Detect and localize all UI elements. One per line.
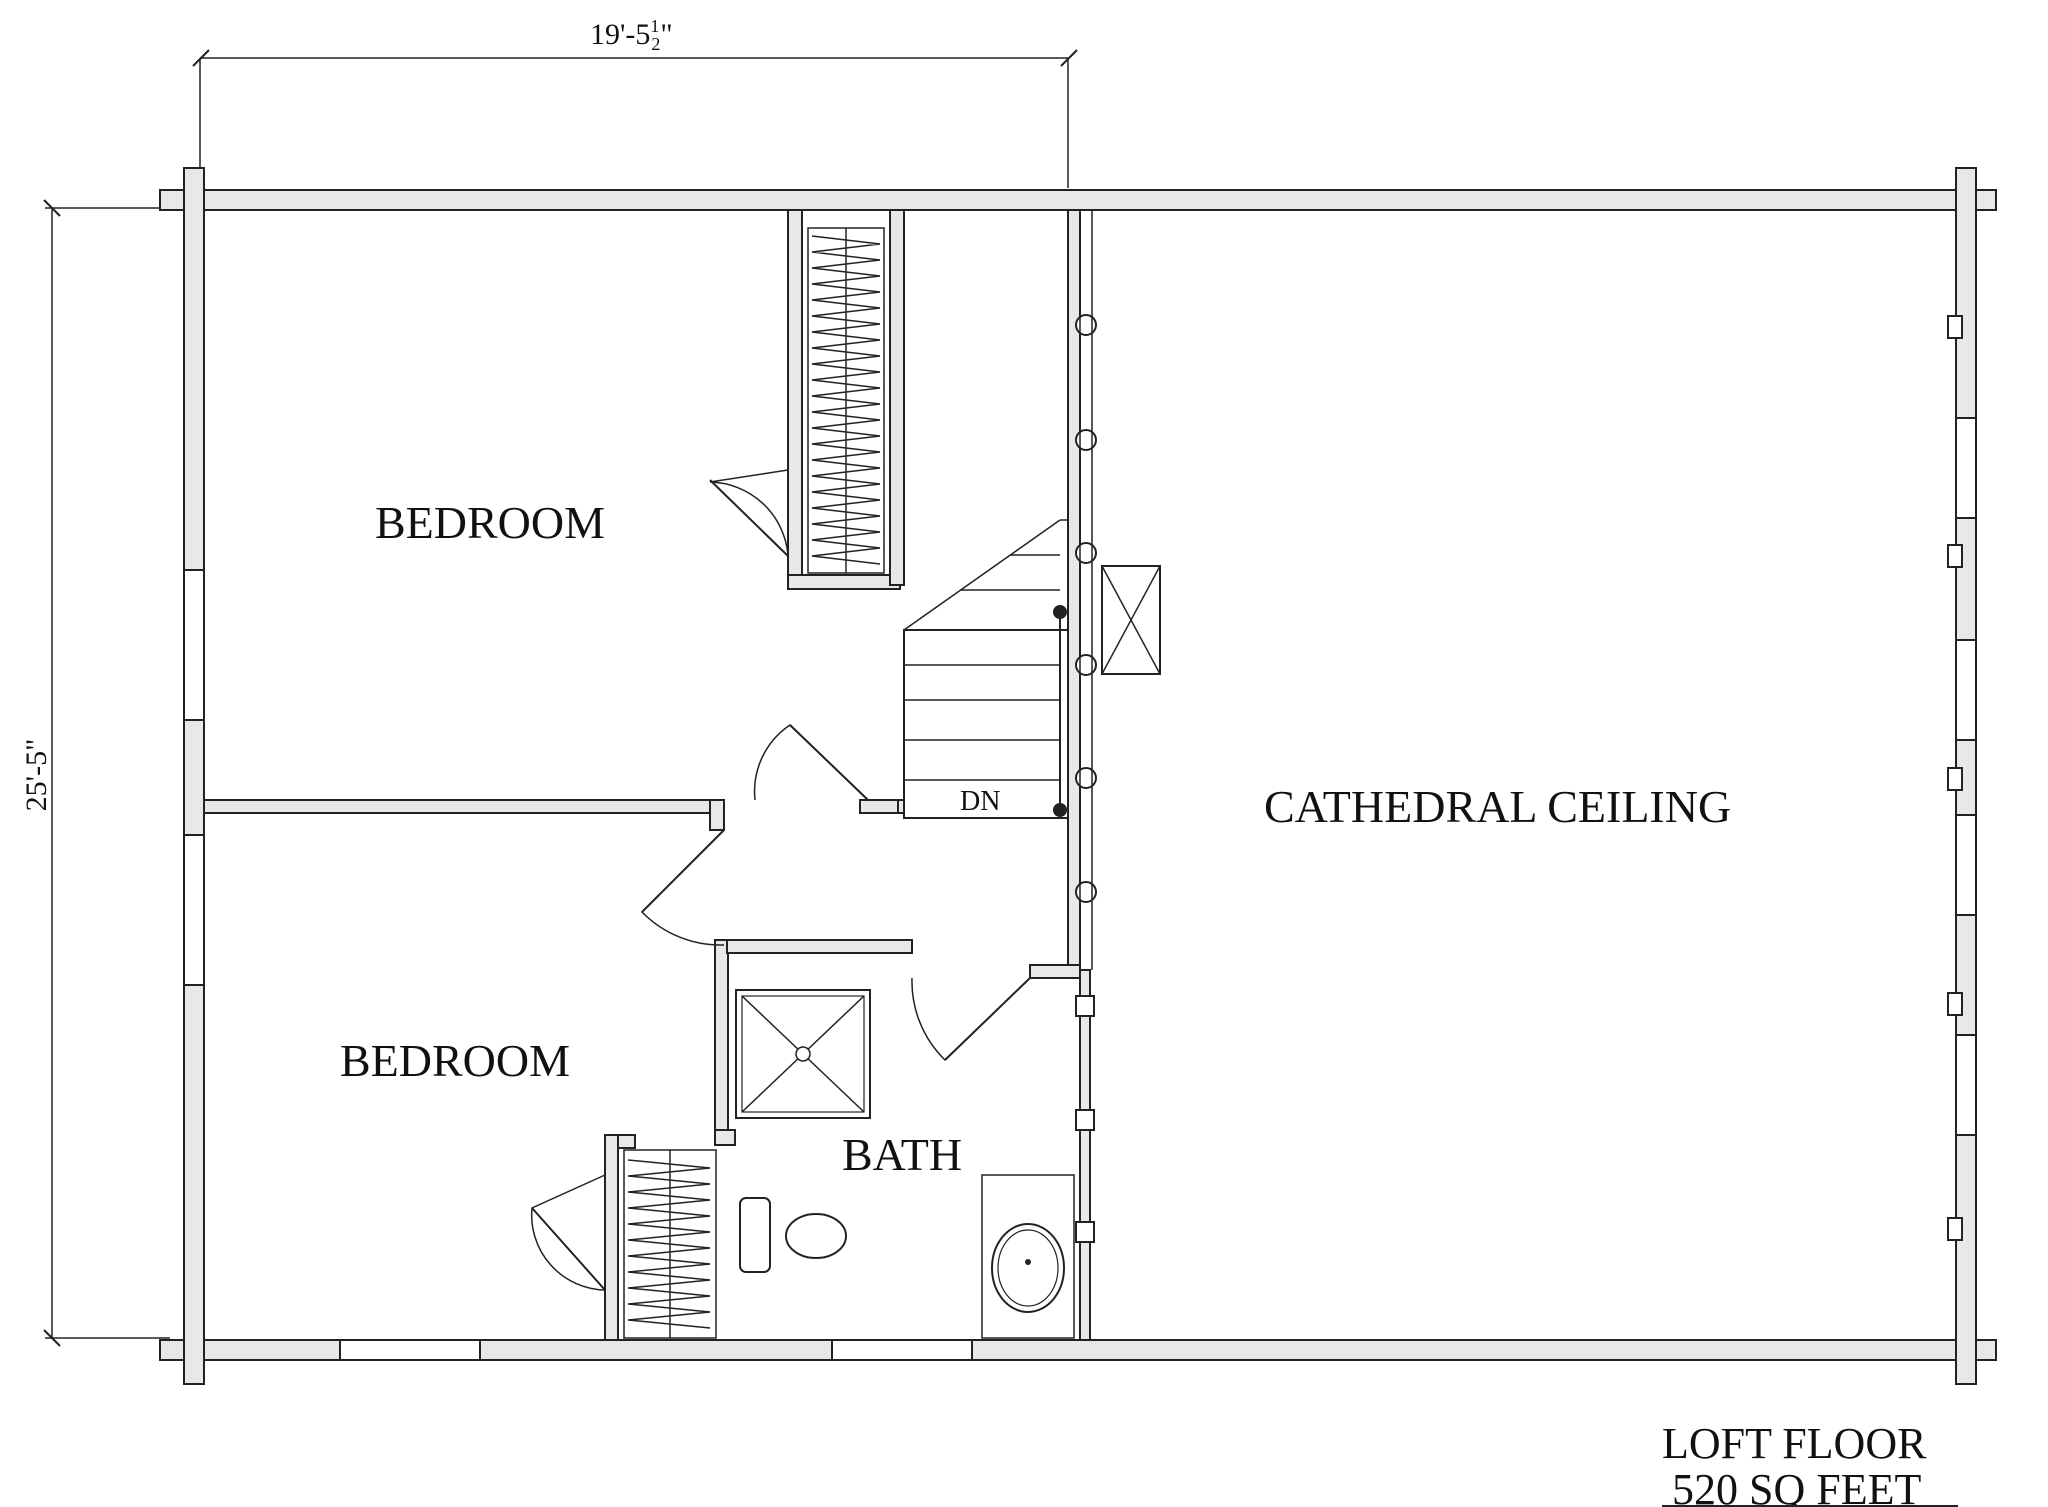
windows xyxy=(183,417,1977,1361)
room-label-bedroom-upper: BEDROOM xyxy=(375,497,605,548)
staircase: DN xyxy=(903,519,1069,819)
room-label-bedroom-lower: BEDROOM xyxy=(340,1035,570,1086)
structural-posts xyxy=(1075,315,1963,1243)
closet-lower xyxy=(604,1134,717,1341)
dimension-height-label: 25'-5" xyxy=(20,739,53,812)
closet-upper xyxy=(807,227,885,574)
plan-area: 520 SQ FEET xyxy=(1672,1465,1921,1507)
shower xyxy=(735,989,871,1119)
dimension-left: 25'-5" xyxy=(20,199,190,1347)
toilet xyxy=(739,1197,847,1273)
bath-fixtures xyxy=(735,989,1075,1339)
vanity-sink xyxy=(981,1174,1075,1339)
railing-posts xyxy=(1075,210,1097,970)
door-swings xyxy=(530,469,1031,1291)
room-label-bath: BATH xyxy=(842,1129,962,1180)
stair-down-label: DN xyxy=(960,786,1000,817)
room-label-cathedral-ceiling: CATHEDRAL CEILING xyxy=(1264,781,1731,832)
flue-box xyxy=(1101,565,1161,675)
plan-title: LOFT FLOOR xyxy=(1662,1419,1927,1468)
